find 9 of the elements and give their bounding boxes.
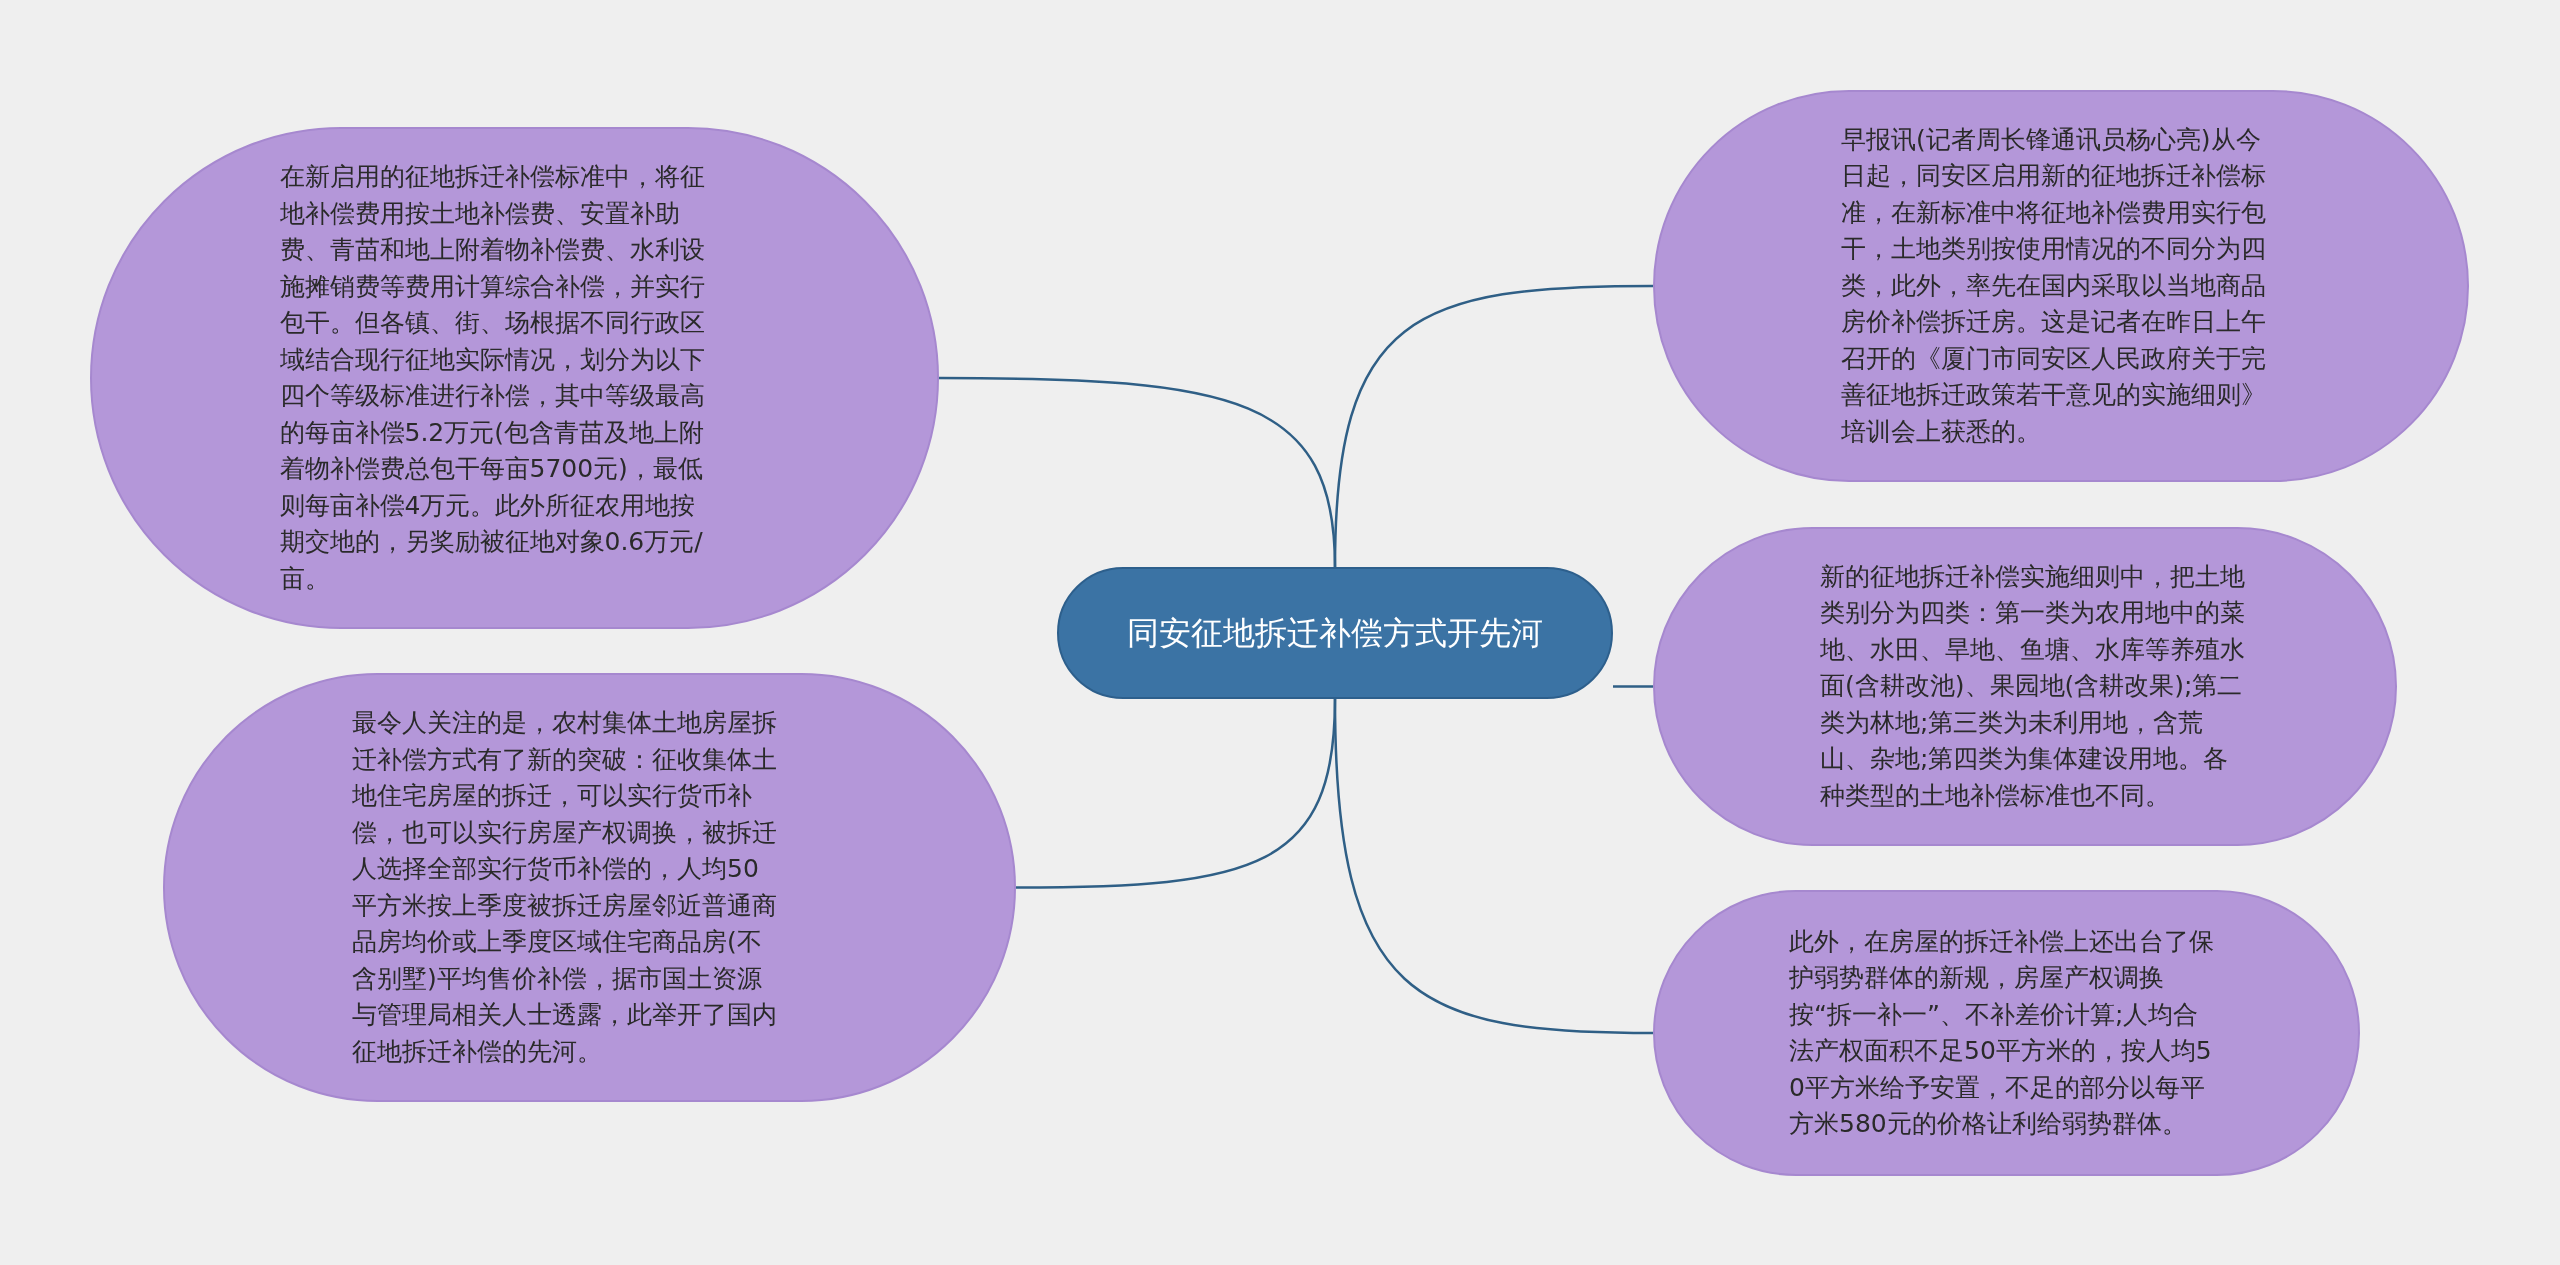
connector-line — [1613, 685, 1653, 688]
connector-line — [1333, 698, 1653, 1035]
paragraph-text: 新的征地拆迁补偿实施细则中，把土地类别分为四类：第一类为农用地中的菜地、水田、旱地、鱼塘、水库等养殖水面(含耕改池)、果园地(含耕改果);第二类为林地;第三类为未利用地，含荒山、杂地;第四类为集体建设用地。各种类型的土地补偿标准也不同。 — [1820, 560, 2246, 812]
topic-title: 同安征地拆迁补偿方式开先河 — [1126, 613, 1544, 654]
paragraph-text: 最令人关注的是，农村集体土地房屋拆迁补偿方式有了新的突破：征收集体土地住宅房屋的拆迁，可以实行货币补偿，也可以实行房屋产权调换，被拆迁人选择全部实行货币补偿的，人均50平方米按上季度被拆迁房屋邻近普通商品房均价或上季度区域住宅商品房(不含别墅)平均售价补偿，据市国土资源与管理局相关人士透露，此举开了国内征地拆迁补偿的先河。 — [352, 707, 777, 1068]
paragraph-text: 早报讯(记者周长锋通讯员杨心亮)从今日起，同安区启用新的征地拆迁补偿标准，在新标准中将征地补偿费用实行包干，土地类别按使用情况的不同分为四类，此外，率先在国内采取以当地商品房价补偿拆迁房。这是记者在昨日上午召开的《厦门市同安区人民政府关于完善征地拆迁政策若干意见的实施细则》培训会上获悉的。 — [1841, 123, 2267, 448]
connector-line — [1333, 284, 1653, 568]
paragraph-text: 此外，在房屋的拆迁补偿上还出台了保护弱势群体的新规，房屋产权调换按“拆一补一”、不补差价计算;人均合法产权面积不足50平方米的，按人均50平方米给予安置，不足的部分以每平方米580元的价格让利给弱势群体。 — [1789, 925, 2214, 1140]
paragraph-text: 在新启用的征地拆迁补偿标准中，将征地补偿费用按土地补偿费、安置补助费、青苗和地上附着物补偿费、水利设施摊销费等费用计算综合补偿，并实行包干。但各镇、街、场根据不同行政区域结合现行征地实际情况，划分为以下四个等级标准进行补偿，其中等级最高的每亩补偿5.2万元(包含青苗及地上附着物补偿费总包干每亩5700元)，最低则每亩补偿4万元。此外所征农用地按期交地的，另奖励被征地对象0.6万元/亩。 — [279, 161, 706, 595]
